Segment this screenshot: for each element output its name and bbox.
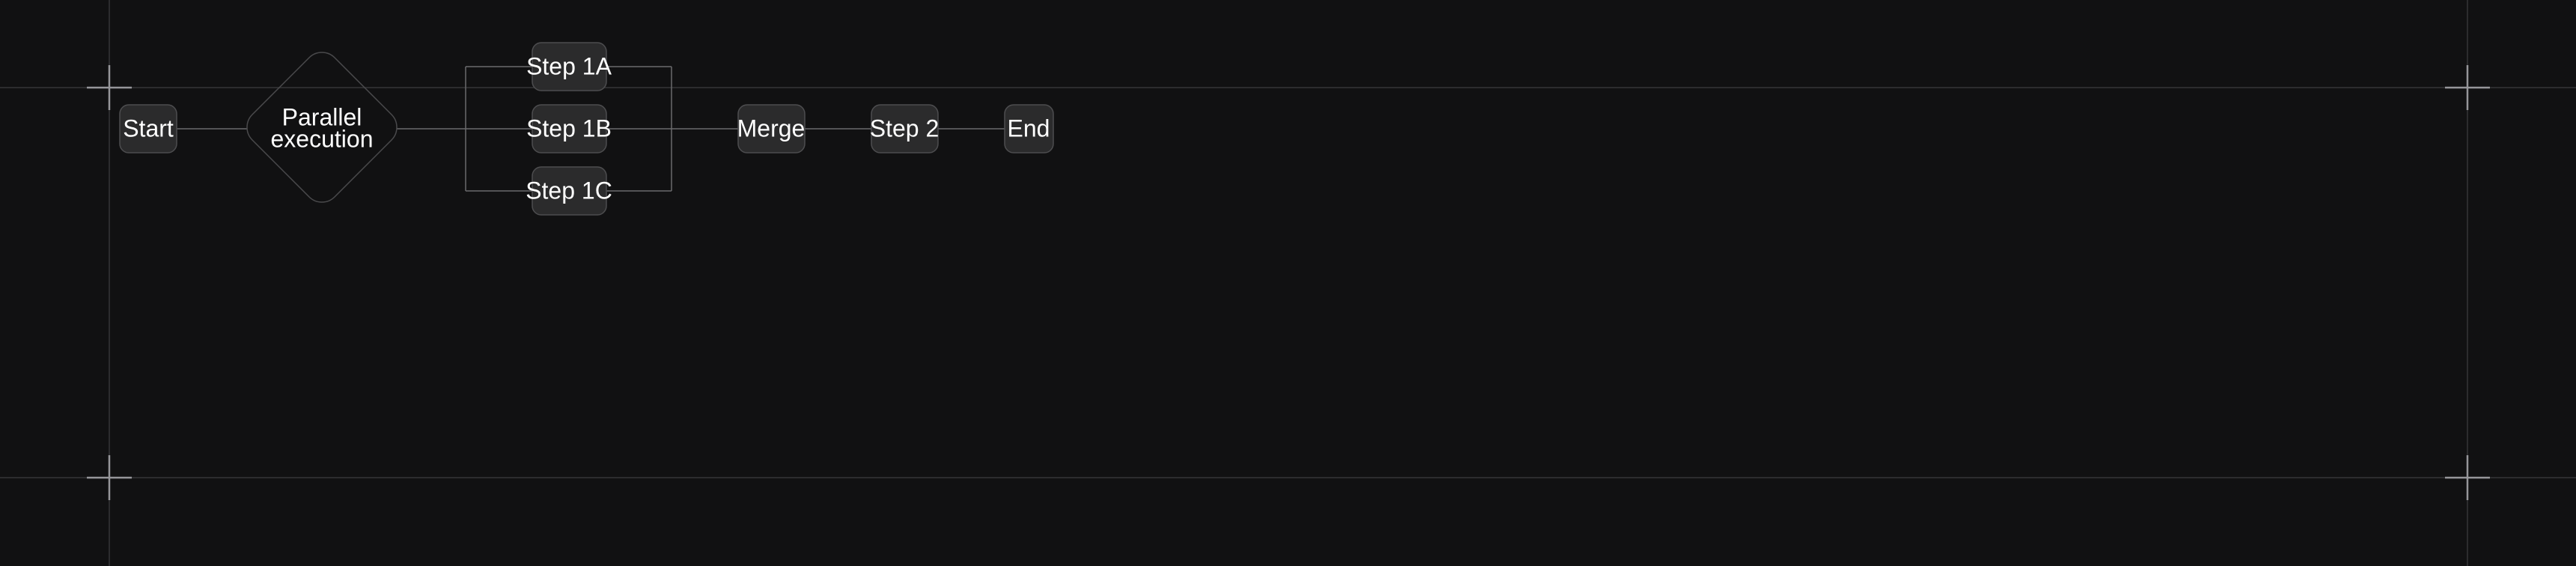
node-parallel-execution-label-line2: execution: [271, 125, 374, 152]
node-merge-label: Merge: [737, 115, 806, 142]
node-step-1b-label: Step 1B: [526, 115, 612, 142]
crosshair-top-right-icon: [2445, 65, 2490, 110]
node-step-2-shape[interactable]: [871, 104, 939, 153]
node-merge[interactable]: Merge: [737, 104, 806, 153]
node-end[interactable]: End: [1004, 104, 1054, 153]
node-merge-shape[interactable]: [737, 104, 806, 153]
node-step-1c[interactable]: Step 1C: [526, 166, 612, 216]
node-parallel-execution-label-line1: Parallel: [282, 103, 362, 130]
flow-edges: [177, 66, 1005, 192]
node-start[interactable]: Start: [119, 104, 177, 153]
node-step-2[interactable]: Step 2: [870, 104, 940, 153]
node-step-1b-shape[interactable]: [532, 104, 607, 153]
crosshair-markers: [87, 65, 2490, 500]
node-start-label: Start: [123, 115, 174, 142]
node-end-label: End: [1008, 115, 1050, 142]
node-step-1b[interactable]: Step 1B: [526, 104, 612, 153]
node-step-2-label: Step 2: [870, 115, 940, 142]
node-step-1a-label: Step 1A: [526, 52, 612, 79]
node-step-1c-label: Step 1C: [526, 177, 612, 204]
node-step-1c-shape[interactable]: [532, 166, 607, 216]
node-parallel-execution-shape[interactable]: [246, 52, 398, 203]
node-end-shape[interactable]: [1004, 104, 1054, 153]
node-step-1a[interactable]: Step 1A: [526, 42, 612, 91]
node-start-shape[interactable]: [119, 104, 177, 153]
crosshair-top-left-icon: [87, 65, 132, 110]
crosshair-bottom-right-icon: [2445, 455, 2490, 500]
node-step-1a-shape[interactable]: [532, 42, 607, 91]
crosshair-bottom-left-icon: [87, 455, 132, 500]
node-parallel-execution[interactable]: Parallel execution: [246, 52, 398, 203]
